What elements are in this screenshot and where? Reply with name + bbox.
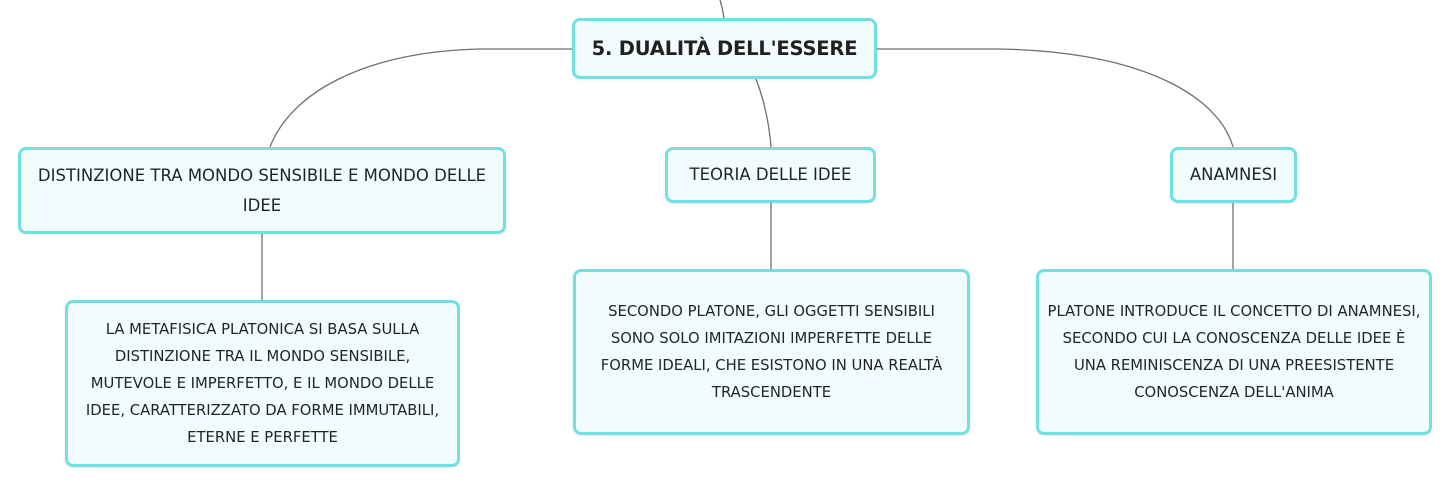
branch-node-distinzione[interactable]: DISTINZIONE TRA MONDO SENSIBILE E MONDO … — [18, 147, 506, 234]
branch-node-teoria-delle-idee[interactable]: TEORIA DELLE IDEE — [665, 147, 876, 203]
root-node-label: 5. DUALITÀ DELL'ESSERE — [591, 37, 858, 60]
connector-root-to-branch-2 — [755, 78, 772, 148]
leaf-node-oggetti-sensibili[interactable]: SECONDO PLATONE, GLI OGGETTI SENSIBILI S… — [573, 269, 970, 435]
branch-node-label: DISTINZIONE TRA MONDO SENSIBILE E MONDO … — [37, 165, 487, 215]
leaf-node-anamnesi-concetto[interactable]: PLATONE INTRODUCE IL CONCETTO DI ANAMNES… — [1036, 269, 1432, 435]
connector-root-to-branch-3 — [877, 48, 1234, 148]
leaf-node-text: SECONDO PLATONE, GLI OGGETTI SENSIBILI S… — [600, 303, 943, 401]
connector-root-to-branch-1 — [269, 48, 572, 148]
leaf-node-text: LA METAFISICA PLATONICA SI BASA SULLA DI… — [85, 321, 440, 446]
leaf-node-metafisica[interactable]: LA METAFISICA PLATONICA SI BASA SULLA DI… — [65, 300, 460, 467]
branch-node-anamnesi[interactable]: ANAMNESI — [1170, 147, 1297, 203]
branch-node-label: ANAMNESI — [1189, 165, 1278, 184]
branch-node-label: TEORIA DELLE IDEE — [689, 165, 852, 184]
leaf-node-text: PLATONE INTRODUCE IL CONCETTO DI ANAMNES… — [1047, 303, 1421, 401]
connector-parent-to-root — [719, 0, 725, 20]
root-node[interactable]: 5. DUALITÀ DELL'ESSERE — [572, 18, 877, 79]
